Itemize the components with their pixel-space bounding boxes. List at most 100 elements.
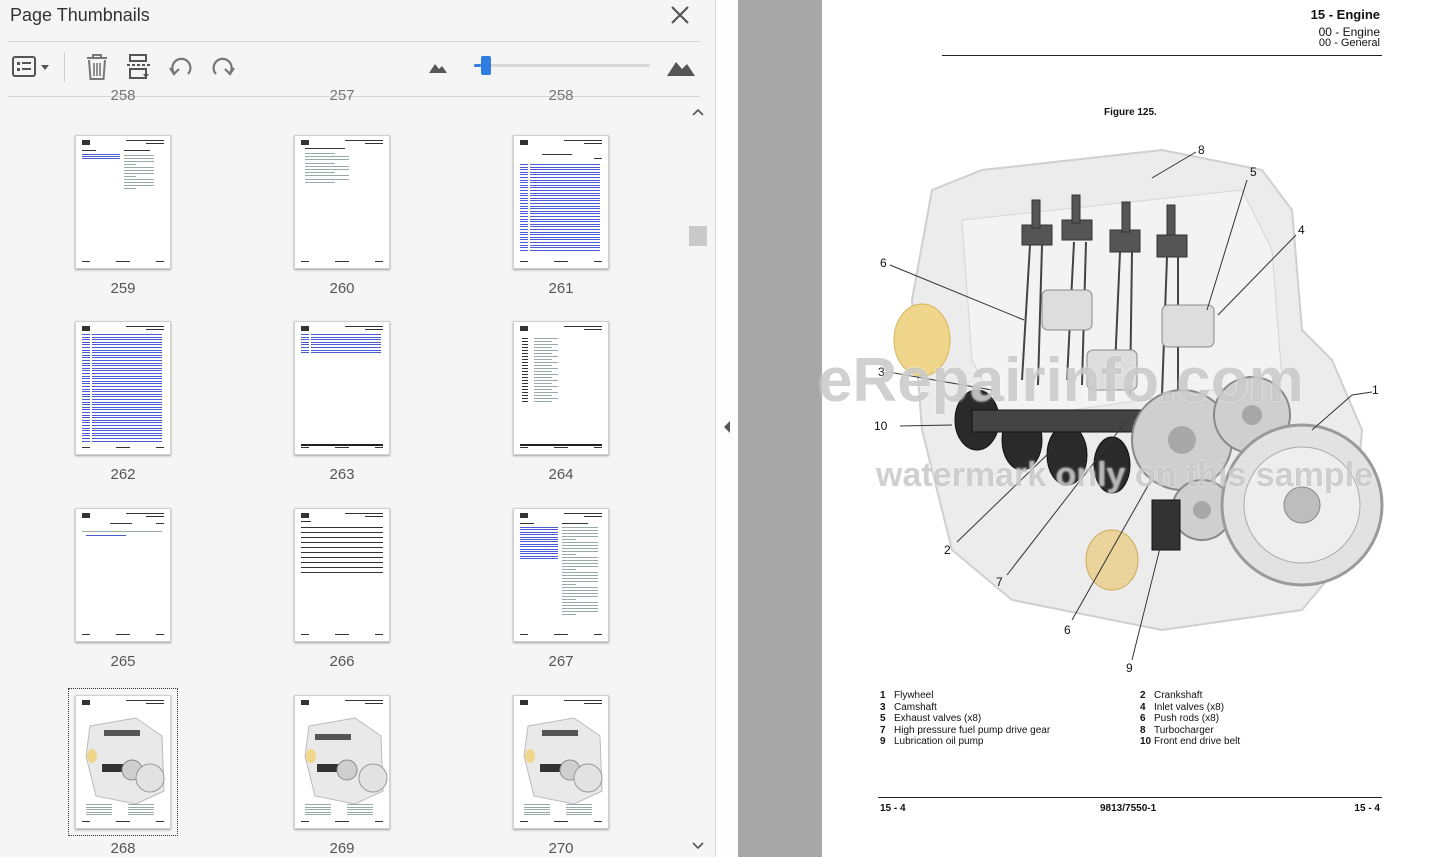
thumbnail-text-line <box>86 809 112 811</box>
thumbnail-text-line <box>530 203 600 204</box>
thumbnail-text-line <box>82 354 90 356</box>
page-thumbnail[interactable] <box>513 135 609 269</box>
thumbnail-text-line <box>82 367 90 369</box>
thumbnail-text-line <box>301 557 383 558</box>
thumbnail-text-line <box>530 244 600 246</box>
thumbnail-text-line <box>82 150 96 151</box>
thumbnail-text-line <box>305 156 349 158</box>
page-thumbnail[interactable] <box>513 321 609 455</box>
thumbnail-text-line <box>305 159 349 161</box>
page-thumbnail[interactable] <box>75 321 171 455</box>
thumbnail-text-line <box>82 375 90 377</box>
thumbnail-text-line <box>82 383 90 385</box>
thumbnail-text-line <box>522 392 528 393</box>
page-thumbnail[interactable] <box>294 321 390 455</box>
thumbnail-text-line <box>584 143 602 144</box>
thumbnail-text-line <box>305 162 335 164</box>
figure-callout-number: 10 <box>874 419 888 433</box>
thumbnail-text-line <box>522 386 528 387</box>
thumbnail-text-line <box>520 821 528 822</box>
thumbnail-text-line <box>534 401 552 402</box>
thumbnail-text-line <box>524 809 550 811</box>
page-view-menu-button[interactable] <box>8 50 54 84</box>
page-thumbnail[interactable] <box>75 135 171 269</box>
zoom-slider-handle[interactable] <box>481 56 492 75</box>
page-thumbnail[interactable] <box>513 508 609 642</box>
page-thumbnails-panel: Page Thumbnails <box>0 0 716 857</box>
thumbnail-text-line <box>520 171 528 173</box>
thumbnail-text-line <box>562 593 598 594</box>
page-thumbnail[interactable] <box>294 135 390 269</box>
thumbnail-text-line <box>128 804 154 805</box>
extract-pages-button[interactable] <box>124 50 154 84</box>
thumbnail-text-line <box>347 806 373 808</box>
thumbnail-text-line <box>520 164 528 165</box>
thumbnail-text-line <box>305 175 349 177</box>
close-panel-button[interactable] <box>668 3 692 27</box>
thumbnail-text-line <box>534 368 558 369</box>
thumbnail-text-line <box>562 590 598 591</box>
panel-splitter[interactable] <box>716 0 738 857</box>
header-rule <box>942 55 1382 56</box>
page-thumbnail[interactable] <box>513 695 609 829</box>
thumbnail-text-line <box>594 821 602 822</box>
thumbnail-text-line <box>82 430 90 432</box>
thumbnail-text-line <box>530 221 600 223</box>
thumbnail-text-line <box>92 412 162 413</box>
thumbnail-text-line <box>562 584 576 585</box>
thumbnail-logo <box>82 513 90 518</box>
thumbnail-text-line <box>520 531 558 533</box>
scrollbar-thumb[interactable] <box>689 226 707 246</box>
thumbnail-text-line <box>82 414 90 416</box>
scroll-up-button[interactable] <box>688 104 708 125</box>
rotate-counterclockwise-button[interactable] <box>166 50 196 84</box>
thumbnail-logo <box>301 700 309 705</box>
zoom-slider-track[interactable] <box>474 64 650 67</box>
thumbnail-text-line <box>311 339 381 341</box>
thumbnail-text-line <box>530 216 600 217</box>
page-number-label: 265 <box>110 653 136 670</box>
thumbnail-text-line <box>116 447 130 448</box>
thumbnail-engine-image <box>304 717 388 805</box>
thumbnail-text-line <box>520 234 528 236</box>
thumbnail-text-line <box>520 247 528 249</box>
page-thumbnail[interactable] <box>68 688 178 836</box>
thumbnail-text-line <box>86 811 112 813</box>
thumbnail-text-line <box>124 167 154 168</box>
thumbnail-text-line <box>522 359 528 360</box>
collapse-panel-arrow-icon[interactable] <box>722 419 732 435</box>
thumbnail-text-line <box>365 143 383 144</box>
scroll-down-button[interactable] <box>688 838 708 856</box>
figure-callout-number: 3 <box>878 365 885 379</box>
thumbnail-scrollbar[interactable] <box>686 102 710 857</box>
rotate-clockwise-button[interactable] <box>208 50 238 84</box>
thumbnail-text-line <box>305 172 335 174</box>
thumbnail-text-line <box>347 811 373 813</box>
thumbnail-text-line <box>347 814 373 816</box>
thumbnail-text-line <box>584 516 602 517</box>
thumbnail-text-line <box>520 536 558 538</box>
thumbnail-text-line <box>92 430 162 432</box>
footer-rule <box>878 797 1382 798</box>
thumbnail-text-line <box>92 360 162 361</box>
page-thumbnail[interactable] <box>75 508 171 642</box>
thumbnail-text-line <box>520 169 528 171</box>
page-thumbnail[interactable] <box>294 508 390 642</box>
page-thumbnail[interactable] <box>294 695 390 829</box>
thumbnail-text-line <box>520 555 558 557</box>
thumbnail-text-line <box>82 440 90 442</box>
legend-number: 1 <box>880 690 886 701</box>
thumbnail-text-line <box>92 393 162 395</box>
thumbnail-text-line <box>82 412 90 413</box>
thumbnail-text-line <box>520 249 528 251</box>
thumbnail-text-line <box>305 181 335 183</box>
thumbnail-text-line <box>520 527 558 528</box>
zoom-in-thumbnails-button[interactable] <box>664 50 698 84</box>
thumbnail-text-line <box>124 158 154 159</box>
zoom-out-thumbnails-button[interactable] <box>426 50 450 84</box>
thumbnail-text-line <box>530 210 600 212</box>
delete-pages-button[interactable] <box>82 50 112 84</box>
thumbnail-text-line <box>530 205 600 207</box>
